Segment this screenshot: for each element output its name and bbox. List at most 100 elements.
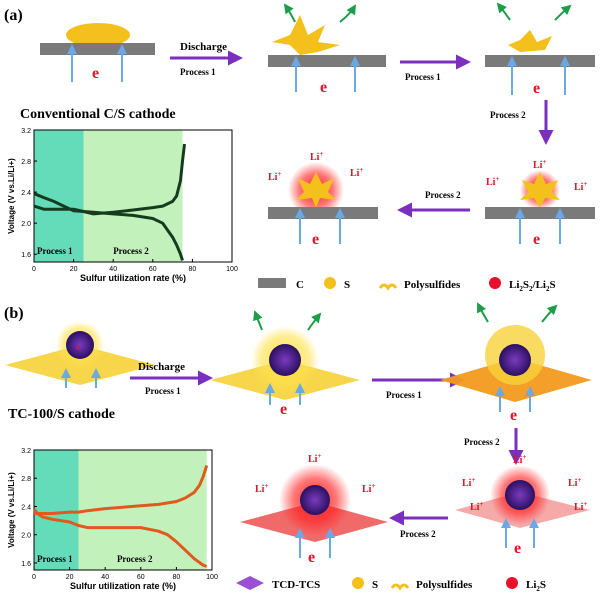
legend-carbon-label: C xyxy=(296,279,304,291)
y-tick-label: 3.2 xyxy=(21,448,31,455)
legend-tcd-label: TCD-TCS xyxy=(272,579,320,591)
x-tick-label: 60 xyxy=(137,574,145,581)
a-process1-label-2: Process 1 xyxy=(405,72,441,82)
li-ion-label: Li+ xyxy=(268,170,281,183)
li-ion-label: Li+ xyxy=(470,500,483,513)
y-tick-label: 2.0 xyxy=(21,533,31,540)
a-process2-label-2: Process 2 xyxy=(425,190,461,200)
series-line-2 xyxy=(33,143,186,216)
sulfur-blob xyxy=(66,23,130,47)
legend-b: TCD-TCS S Polysulfides Li2S xyxy=(236,576,546,593)
y-axis-label: Voltage (V vs.Li/Li+) xyxy=(7,472,16,548)
carbon-plate xyxy=(485,55,595,67)
y-tick-label: 2.4 xyxy=(21,504,31,511)
y-tick-label: 1.6 xyxy=(21,252,31,259)
x-tick-label: 100 xyxy=(206,574,218,581)
li-ion-label: Li+ xyxy=(362,482,375,495)
b-process2-label-2: Process 2 xyxy=(400,529,436,539)
a-process1-label: Process 1 xyxy=(180,67,216,77)
legend-polysulfide-swatch xyxy=(378,283,398,291)
electron-label: e xyxy=(533,231,540,248)
b-process2-label: Process 2 xyxy=(464,437,500,447)
sulfur-burst xyxy=(520,172,560,208)
b-step4: e Li+ Li+ Li+ Li+ Li+ xyxy=(455,453,590,557)
electron-label: e xyxy=(320,79,327,96)
tcd-sphere xyxy=(66,331,94,359)
green-arrow xyxy=(496,2,511,21)
legend-sulfur-label: S xyxy=(372,579,378,591)
legend-li2s-swatch xyxy=(489,277,501,289)
li-ion-label: Li+ xyxy=(310,150,323,163)
sulfur-burst xyxy=(508,30,552,52)
legend-polysulfide-swatch xyxy=(390,583,410,591)
series-line-2 xyxy=(34,465,209,515)
x-tick-label: 20 xyxy=(66,574,74,581)
x-tick-label: 80 xyxy=(189,266,197,273)
a-step1: e xyxy=(40,23,155,82)
tcd-sphere xyxy=(505,480,535,510)
y-tick-label: 2.4 xyxy=(21,190,31,197)
legend-polysulfides-label: Polysulfides xyxy=(416,579,473,591)
x-axis-label: Sulfur utilization rate (%) xyxy=(80,273,186,283)
electron-label: e xyxy=(308,549,315,566)
y-tick-label: 1.6 xyxy=(21,561,31,568)
a-cathode-title: Conventional C/S cathode xyxy=(20,107,176,122)
carbon-plate xyxy=(40,43,155,55)
y-tick-label: 2.0 xyxy=(21,221,31,228)
electron-label: e xyxy=(312,231,319,248)
region-label: Process 2 xyxy=(117,554,153,564)
x-tick-label: 40 xyxy=(101,574,109,581)
a-discharge-label: Discharge xyxy=(180,41,227,53)
carbon-plate xyxy=(268,207,378,219)
x-axis-label: Sulfur utilization rate (%) xyxy=(70,581,176,591)
b-cathode-title: TC-100/S cathode xyxy=(8,407,115,422)
panel-a-tag: (a) xyxy=(4,7,23,24)
tcd-sphere xyxy=(269,344,301,376)
y-tick-label: 2.8 xyxy=(21,476,31,483)
a-step5: e Li+ Li+ Li+ xyxy=(268,150,378,248)
b-step1: e xyxy=(5,321,155,388)
li-ion-label: Li+ xyxy=(462,476,475,489)
a-process2-label: Process 2 xyxy=(490,110,526,120)
legend-a: C S Polysulfides Li2S2/Li2S xyxy=(258,277,556,293)
x-tick-label: 60 xyxy=(149,266,157,273)
li-ion-label: Li+ xyxy=(350,166,363,179)
green-arrow xyxy=(541,304,558,323)
b-step5: e Li+ Li+ Li+ xyxy=(240,452,388,566)
x-tick-label: 80 xyxy=(173,574,181,581)
carbon-plate xyxy=(485,207,595,219)
tcd-sphere xyxy=(300,485,330,515)
green-arrow xyxy=(339,4,357,23)
legend-tcd-swatch xyxy=(236,576,264,590)
carbon-plate xyxy=(268,55,386,67)
electron-label: e xyxy=(533,80,540,97)
legend-sulfur-label: S xyxy=(344,279,350,291)
green-arrow xyxy=(554,4,572,21)
electron-label: e xyxy=(514,540,521,557)
green-arrow xyxy=(253,310,263,331)
b-process1-label-2: Process 1 xyxy=(386,390,422,400)
li-ion-label: Li+ xyxy=(568,476,581,489)
sulfur-burst xyxy=(272,15,340,55)
y-tick-label: 3.2 xyxy=(21,128,31,135)
x-tick-label: 40 xyxy=(109,266,117,273)
x-tick-label: 0 xyxy=(32,266,36,273)
b-step3: e xyxy=(440,302,592,424)
series-line-1 xyxy=(32,508,208,568)
region-2 xyxy=(83,130,183,262)
x-tick-label: 100 xyxy=(226,266,238,273)
legend-sulfur-swatch xyxy=(324,277,336,289)
electron-label: e xyxy=(92,65,99,82)
green-arrow xyxy=(283,3,296,23)
legend-li2s2-label: Li2S2/Li2S xyxy=(509,279,556,293)
y-axis-label: Voltage (V vs.Li/Li+) xyxy=(7,158,16,234)
region-label: Process 2 xyxy=(113,246,149,256)
electron-label: e xyxy=(510,407,517,424)
a-step3: e xyxy=(485,2,595,97)
li-ion-label: Li+ xyxy=(533,158,546,171)
region-1 xyxy=(34,450,79,570)
x-tick-label: 20 xyxy=(70,266,78,273)
